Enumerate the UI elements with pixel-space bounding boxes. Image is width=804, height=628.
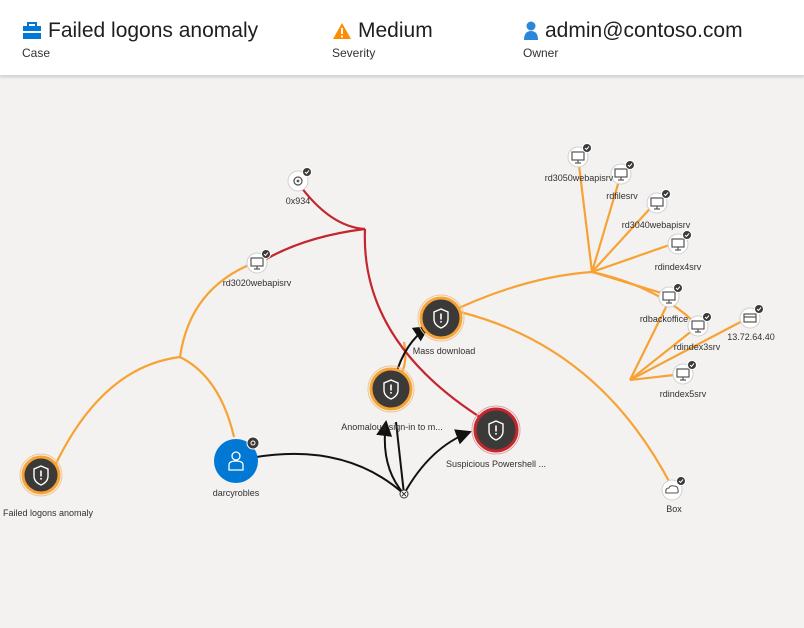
machine-rdfilesrv-node[interactable]	[610, 160, 635, 185]
severity-block: Medium Severity	[332, 18, 433, 60]
owner-title: admin@contoso.com	[545, 19, 743, 42]
label-rd3050: rd3050webapisrv	[544, 173, 614, 183]
label-darcyrobles: darcyrobles	[212, 488, 260, 498]
label-rdindex4: rdindex4srv	[654, 262, 702, 272]
label-rd3040: rd3040webapisrv	[621, 220, 691, 230]
machine-rdbackoffice-node[interactable]	[658, 283, 683, 308]
owner-block: admin@contoso.com Owner	[523, 18, 743, 60]
user-icon	[524, 21, 538, 40]
label-rdindex5: rdindex5srv	[659, 389, 707, 399]
machine-rd3020-node[interactable]	[246, 249, 271, 274]
case-title: Failed logons anomaly	[48, 19, 259, 42]
alert-powershell-node[interactable]	[471, 405, 521, 455]
activity-links	[235, 325, 472, 495]
severity-title: Medium	[358, 19, 433, 42]
activity-hub[interactable]	[399, 489, 409, 499]
cloud-app-box-node[interactable]	[661, 476, 686, 501]
investigation-graph[interactable]: Failed logons anomaly darcyrobles rd3020…	[0, 77, 804, 628]
owner-label: Owner	[523, 46, 559, 60]
label-rd3020: rd3020webapisrv	[222, 278, 292, 288]
label-rdindex3: rdindex3srv	[673, 342, 721, 352]
label-0x934: 0x934	[285, 196, 311, 206]
machine-rdindex5-node[interactable]	[672, 360, 697, 385]
cloud-icon	[665, 485, 679, 494]
case-block: Failed logons anomaly Case	[22, 18, 258, 60]
person-icon	[228, 451, 244, 471]
machine-rdindex4-node[interactable]	[667, 230, 692, 255]
label-rdbackoffice: rdbackoffice	[639, 314, 689, 324]
process-0x934-node[interactable]	[287, 167, 312, 192]
label-anomalous-signin: Anomalous sign-in to m...	[341, 422, 443, 432]
label-failed-logons: Failed logons anomaly	[2, 508, 94, 518]
gear-icon	[293, 176, 303, 186]
machine-rd3040-node[interactable]	[646, 189, 671, 214]
alert-mass-download-node[interactable]	[417, 294, 465, 342]
ip-icon	[743, 313, 757, 323]
label-ip-address: 13.72.64.40	[727, 332, 775, 342]
briefcase-icon	[23, 22, 41, 39]
label-rdfilesrv: rdfilesrv	[606, 191, 638, 201]
ip-address-node[interactable]	[739, 304, 764, 329]
user-darcyrobles-node[interactable]	[214, 436, 260, 483]
alert-failed-logons-node[interactable]	[19, 453, 63, 497]
label-mass-download: Mass download	[412, 346, 476, 356]
orange-links	[50, 156, 751, 488]
severity-label: Severity	[332, 46, 376, 60]
label-box: Box	[666, 504, 682, 514]
machine-rdindex3-node[interactable]	[687, 312, 712, 337]
machine-rd3050-node[interactable]	[567, 143, 592, 168]
case-header: Failed logons anomaly Case Medium Severi…	[0, 0, 804, 76]
case-label: Case	[22, 46, 51, 60]
alert-anomalous-signin-node[interactable]	[367, 365, 415, 413]
label-powershell: Suspicious Powershell ...	[445, 459, 547, 469]
warning-icon	[333, 23, 351, 39]
